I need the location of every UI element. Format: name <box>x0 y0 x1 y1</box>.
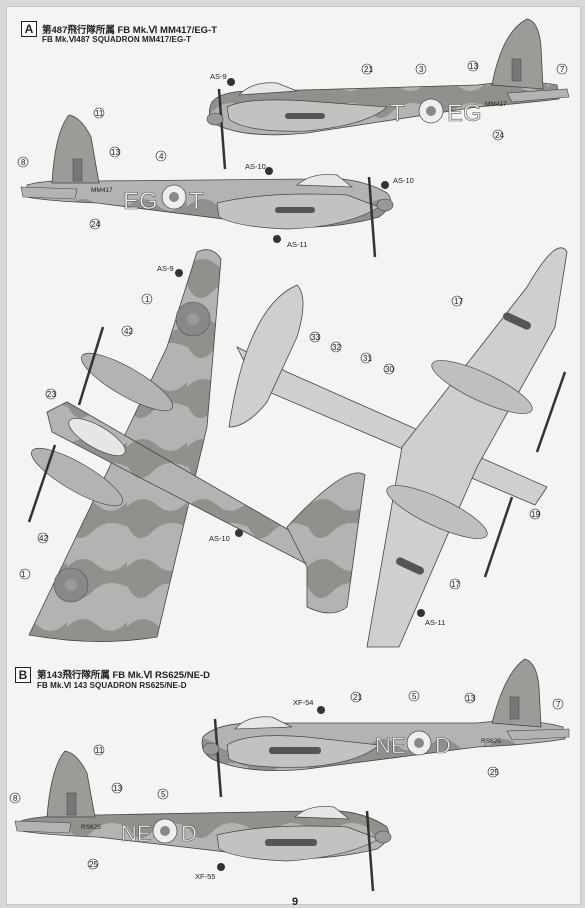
section-b-title-en: FB Mk.Ⅵ 143 SQUADRON RS625/NE-D <box>37 681 187 690</box>
callout-b-11: 11 <box>95 746 104 755</box>
xf54-label: XF-54 <box>293 698 313 707</box>
plan-view-top: AS-9 1 42 23 42 1 AS-10 <box>19 249 366 642</box>
callout-30: 30 <box>385 365 394 374</box>
callout-13-left: 13 <box>111 148 120 157</box>
as10-label-top: AS-10 <box>245 162 266 171</box>
callout-42-lower: 42 <box>39 534 48 543</box>
callout-13: 13 <box>469 62 478 71</box>
callout-11: 11 <box>95 109 104 118</box>
section-b-title-jp: 第143飛行隊所属 FB Mk.Ⅵ RS625/NE-D <box>37 670 210 681</box>
callout-b-13-left: 13 <box>113 784 122 793</box>
side-view-b-left: NE D RS625 11 13 8 5 25 XF-55 <box>9 744 392 892</box>
callout-b-7: 7 <box>556 700 561 709</box>
callout-b-5-left: 5 <box>161 790 166 799</box>
xf55-label: XF-55 <box>195 872 215 881</box>
code-a-right-left: T <box>390 100 405 127</box>
serial-b-right: RS625 <box>481 738 501 745</box>
aircraft-drawings: T EG MM417 21 3 13 7 24 AS-9 AS-10 <box>9 18 570 892</box>
code-a-right-right: EG <box>447 100 482 127</box>
serial-a-right: MM417 <box>485 101 507 108</box>
code-b-left-left: NE <box>121 821 152 846</box>
callout-24-left: 24 <box>91 220 100 229</box>
code-a-left-left: EG <box>123 188 158 215</box>
section-a-title-jp: 第487飛行隊所属 FB Mk.Ⅵ MM417/EG-T <box>42 25 218 36</box>
as11-label-plan: AS-11 <box>425 618 445 627</box>
section-b-marker: B <box>15 667 31 683</box>
callout-31: 31 <box>363 354 372 363</box>
code-b-right-left: NE <box>375 733 406 758</box>
callout-21: 21 <box>364 65 373 74</box>
code-a-left-right: T <box>189 188 204 215</box>
code-b-left-right: D <box>181 821 197 846</box>
callout-b-5: 5 <box>412 692 417 701</box>
callout-42: 42 <box>124 327 133 336</box>
callout-b-8: 8 <box>13 794 18 803</box>
as10-label-plan: AS-10 <box>209 534 230 543</box>
as9-label-plan: AS-9 <box>157 264 174 273</box>
callout-4: 4 <box>159 152 164 161</box>
callout-3: 3 <box>419 65 424 74</box>
serial-a-left: MM417 <box>91 187 113 194</box>
callout-17-lower: 17 <box>451 580 460 589</box>
section-a-marker: A <box>21 21 37 37</box>
page-number: 9 <box>292 896 299 908</box>
callout-7: 7 <box>560 65 565 74</box>
callout-8: 8 <box>21 158 26 167</box>
callout-19: 19 <box>531 510 540 519</box>
callout-b-25-left: 25 <box>89 860 98 869</box>
callout-1: 1 <box>145 295 150 304</box>
callout-b-25: 25 <box>490 768 499 777</box>
side-view-b-right: NE D RS625 XF-54 21 5 13 7 25 <box>201 658 570 798</box>
section-a-title-en: FB Mk.Ⅵ487 SQUADRON MM417/EG-T <box>42 35 192 44</box>
as9-label: AS-9 <box>210 72 227 81</box>
instruction-sheet: A 第487飛行隊所属 FB Mk.Ⅵ MM417/EG-T FB Mk.Ⅵ48… <box>6 6 581 908</box>
as11-label-top: AS-11 <box>287 240 307 249</box>
callout-1-lower: 1 <box>21 570 26 579</box>
side-view-a-right: T EG MM417 21 3 13 7 24 AS-9 AS-10 <box>206 18 570 175</box>
callout-b-13: 13 <box>466 694 475 703</box>
callout-33: 33 <box>311 333 320 342</box>
callout-b-21: 21 <box>353 693 362 702</box>
callout-24: 24 <box>495 131 504 140</box>
serial-b-left: RS625 <box>81 824 101 831</box>
callout-32: 32 <box>332 343 341 352</box>
as10-label-right: AS-10 <box>393 176 414 185</box>
callout-23: 23 <box>47 390 56 399</box>
code-b-right-right: D <box>435 733 451 758</box>
side-view-a-left: EG T MM417 11 13 8 4 24 AS-10 AS-11 <box>17 107 414 258</box>
callout-17: 17 <box>454 297 463 306</box>
plan-view-underside: 17 33 32 31 30 19 17 AS-11 <box>228 247 568 648</box>
